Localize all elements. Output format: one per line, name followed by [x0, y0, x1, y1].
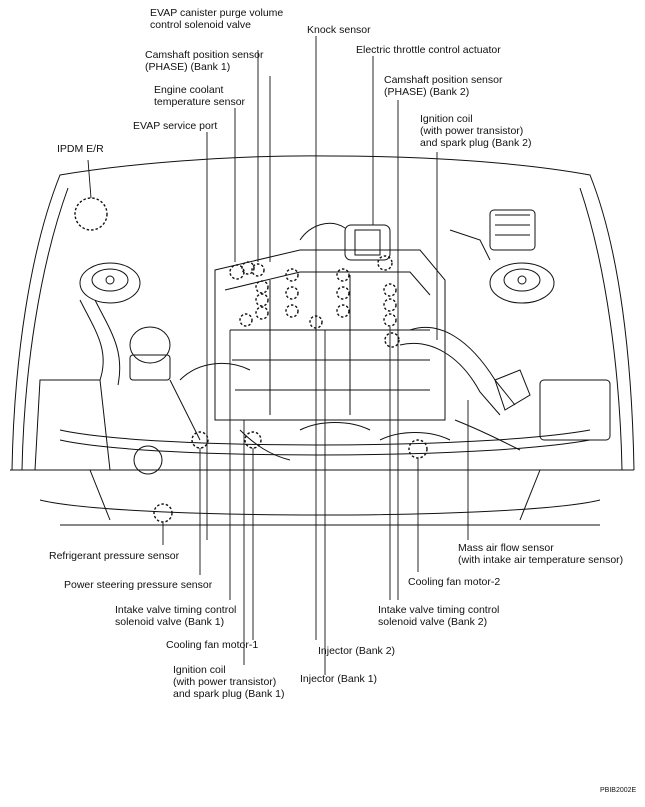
label-evap-purge-valve: EVAP canister purge volume control solen… [150, 7, 284, 31]
label-coolant-temp-sensor: Engine coolant temperature sensor [154, 84, 246, 108]
label-intake-valve-bank1: Intake valve timing control solenoid val… [115, 604, 237, 628]
label-throttle-actuator: Electric throttle control actuator [356, 44, 501, 56]
label-ignition-coil-bank1: Ignition coil (with power transistor) an… [173, 664, 285, 700]
label-knock-sensor: Knock sensor [307, 24, 371, 36]
label-injector-bank1: Injector (Bank 1) [300, 673, 378, 685]
label-cooling-fan-1: Cooling fan motor-1 [166, 639, 259, 651]
label-camshaft-sensor-bank1: Camshaft position sensor (PHASE) (Bank 1… [145, 49, 264, 73]
figure-code: PBIB2002E [600, 787, 637, 794]
label-power-steering-sensor: Power steering pressure sensor [64, 579, 213, 591]
label-camshaft-sensor-bank2: Camshaft position sensor (PHASE) (Bank 2… [384, 74, 503, 98]
label-intake-valve-bank2: Intake valve timing control solenoid val… [378, 604, 500, 628]
label-ignition-coil-bank2: Ignition coil (with power transistor) an… [420, 113, 532, 149]
label-cooling-fan-2: Cooling fan motor-2 [408, 576, 501, 588]
label-ipdm: IPDM E/R [57, 143, 104, 155]
label-injector-bank2: Injector (Bank 2) [318, 645, 396, 657]
label-refrigerant-sensor: Refrigerant pressure sensor [49, 550, 180, 562]
label-maf-sensor: Mass air flow sensor (with intake air te… [458, 542, 624, 566]
label-evap-service-port: EVAP service port [133, 120, 218, 132]
